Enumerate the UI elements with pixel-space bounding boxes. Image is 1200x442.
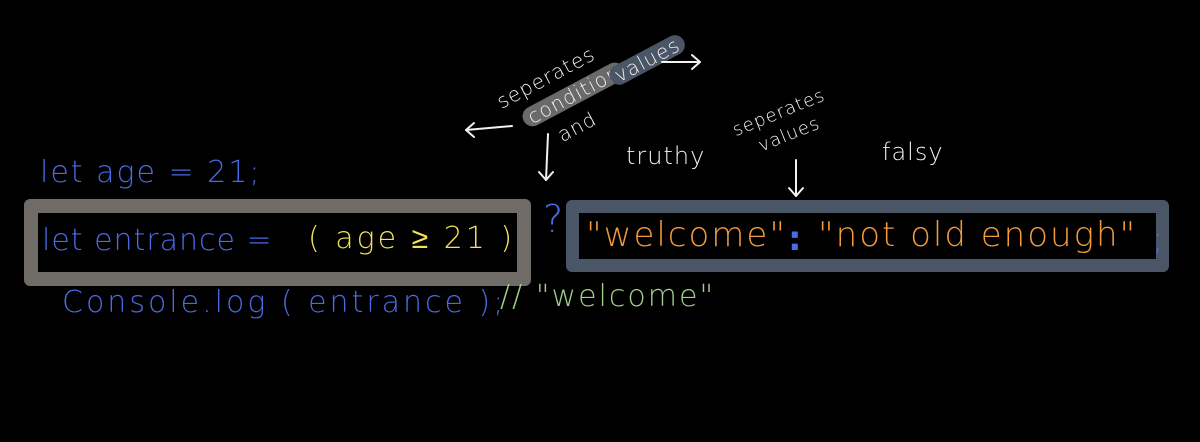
code-line-entrance-lhs: let entrance = <box>42 223 273 258</box>
condition-highlight-box <box>24 199 531 286</box>
left-arrow-icon <box>465 122 513 138</box>
falsy-label: falsy <box>882 138 944 166</box>
down-arrow-colon-icon <box>788 159 804 197</box>
down-arrow-question-icon <box>538 133 554 181</box>
ternary-question-mark: ? <box>543 197 564 241</box>
output-comment: // "welcome" <box>500 279 716 314</box>
values-highlight-box <box>566 200 1169 272</box>
code-line-console-log: Console.log ( entrance ); <box>62 285 507 320</box>
code-line-declare-age: let age = 21; <box>40 155 262 190</box>
ternary-condition: ( age ≥ 21 ) <box>308 221 516 256</box>
falsy-value: "not old enough" <box>818 215 1138 255</box>
truthy-value: "welcome" <box>586 215 787 255</box>
ternary-colon: : <box>788 219 802 259</box>
truthy-label: truthy <box>626 142 706 170</box>
right-arrow-icon <box>661 54 701 70</box>
statement-semicolon: ; <box>1152 219 1164 259</box>
